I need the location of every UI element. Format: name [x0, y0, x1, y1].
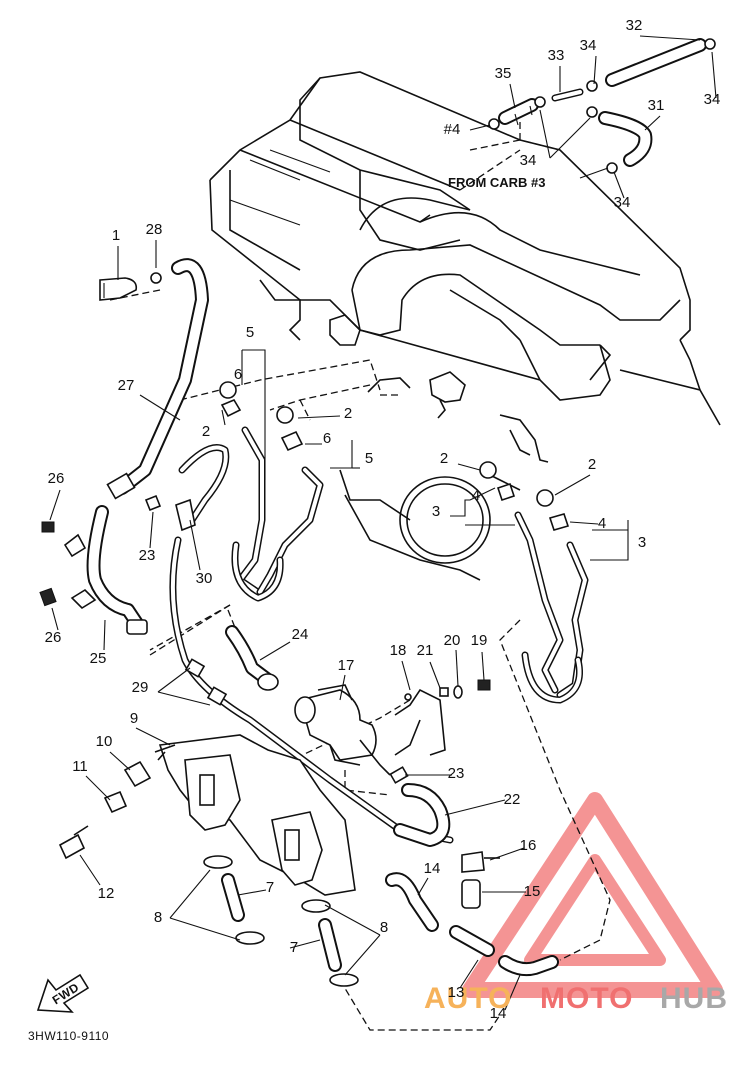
callout-c7a: 7	[266, 879, 274, 896]
callout-c19: 19	[471, 632, 488, 649]
hose-25	[39, 505, 148, 635]
callout-c8b: 8	[380, 919, 388, 936]
callout-c4h: #4	[444, 121, 461, 138]
callout-c2d: 2	[588, 456, 596, 473]
hose-29	[169, 536, 454, 844]
callout-c11: 11	[72, 758, 88, 775]
watermark-hub: HUB	[660, 982, 728, 1015]
callout-c5a: 5	[246, 324, 254, 341]
callout-c33: 33	[548, 47, 565, 64]
callout-c26b: 26	[45, 629, 62, 646]
callout-c6a: 6	[234, 366, 242, 383]
callout-c28: 28	[146, 221, 163, 238]
callout-c29: 29	[132, 679, 149, 696]
callout-leaders	[49, 35, 717, 1011]
air-pipe-3	[479, 461, 589, 704]
hose-22	[393, 783, 451, 847]
callout-c34b: 34	[704, 91, 721, 108]
callout-c3a: 3	[432, 503, 440, 520]
callout-c27: 27	[118, 377, 135, 394]
callout-c2b: 2	[344, 405, 352, 422]
drawing-code: 3HW110-9110	[28, 1029, 109, 1043]
leader-lines	[109, 110, 611, 1031]
hose-24	[225, 625, 279, 691]
callout-c34d: 34	[614, 194, 631, 211]
callout-c25: 25	[90, 650, 107, 667]
callout-c30: 30	[196, 570, 213, 587]
valve-bracket-9	[58, 734, 356, 896]
reed-valve-17	[294, 679, 491, 784]
callout-c14a: 14	[424, 860, 441, 877]
callout-c9: 9	[130, 710, 138, 727]
callout-c5b: 5	[365, 450, 373, 467]
callout-c3b: 3	[638, 534, 646, 551]
callout-c10: 10	[96, 733, 113, 750]
hoses-7-clamps-8	[203, 855, 359, 987]
callout-c14b: 14	[490, 1005, 507, 1022]
callout-c2c: 2	[440, 450, 448, 467]
callout-c22: 22	[504, 791, 521, 808]
hoses-14-16	[385, 851, 559, 977]
callout-c4a: 4	[472, 487, 480, 504]
callout-c18: 18	[390, 642, 407, 659]
callout-c32: 32	[626, 17, 643, 34]
callout-c15: 15	[524, 883, 541, 900]
watermark-text: AUTO MOTO HUB	[424, 982, 728, 1015]
callout-c26a: 26	[48, 470, 65, 487]
callout-c4b: 4	[598, 515, 606, 532]
callout-c34c: 34	[520, 152, 537, 169]
watermark-logo	[462, 792, 723, 998]
engine-block-outline	[209, 71, 721, 581]
callout-c1: 1	[112, 227, 120, 244]
callout-c21: 21	[417, 642, 434, 659]
callout-c12: 12	[98, 885, 115, 902]
callout-c23a: 23	[139, 547, 156, 564]
air-pipe-5	[219, 381, 324, 602]
hose-27	[99, 258, 209, 500]
front-arrow: FWD	[36, 973, 90, 1013]
callout-c17: 17	[338, 657, 355, 674]
top-hoses	[488, 38, 716, 174]
from-carb-note: FROM CARB #3	[448, 175, 546, 190]
callout-c7b: 7	[290, 939, 298, 956]
callout-c35: 35	[495, 65, 512, 82]
watermark-moto: MOTO	[540, 982, 633, 1015]
callout-c24: 24	[292, 626, 309, 643]
callout-c6b: 6	[323, 430, 331, 447]
callout-c8a: 8	[154, 909, 162, 926]
callout-c20: 20	[444, 632, 461, 649]
watermark-auto: AUTO	[424, 982, 512, 1015]
callout-c2a: 2	[202, 423, 210, 440]
hose-30	[144, 444, 230, 532]
callout-c31: 31	[648, 97, 665, 114]
callout-c16: 16	[520, 837, 537, 854]
callout-c34a: 34	[580, 37, 597, 54]
callout-c13: 13	[448, 984, 465, 1001]
callout-c23b: 23	[448, 765, 465, 782]
